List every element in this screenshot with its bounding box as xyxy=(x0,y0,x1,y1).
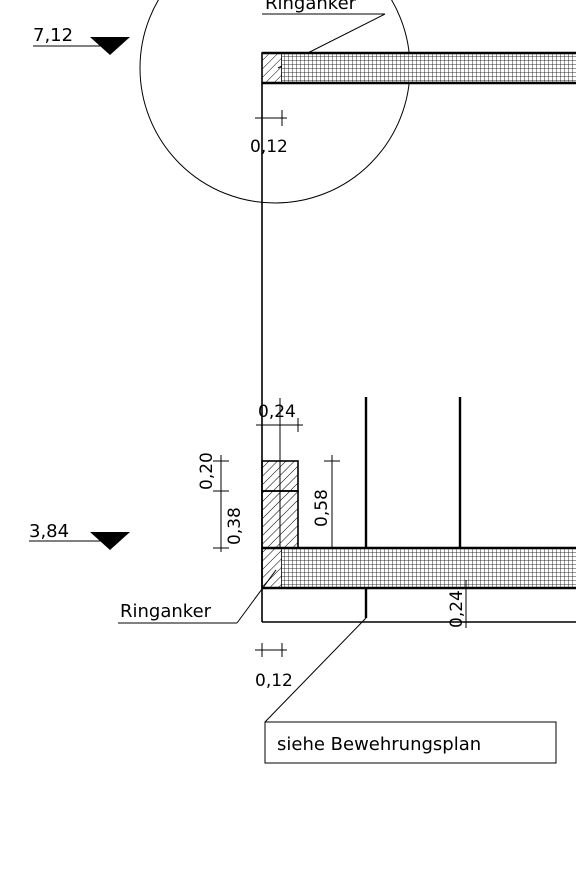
dim-slab-thickness-label: 0,24 xyxy=(447,590,467,628)
dim-ringbeam-width-label: 0,24 xyxy=(258,402,296,422)
dim-ringbeam-total: 0,58 xyxy=(312,455,340,552)
bottom-ringanker-label: Ringanker xyxy=(120,601,212,622)
upper-slab xyxy=(261,51,576,85)
lower-slab xyxy=(261,546,576,623)
dim-ringbeam-lower-part-label: 0,38 xyxy=(225,507,245,545)
dim-ringbeam-upper-part-label: 0,20 xyxy=(197,452,217,490)
dim-ringbeam-heights: 0,20 0,38 xyxy=(197,452,245,552)
level-lower-label: 3,84 xyxy=(29,521,69,542)
dim-slab-thickness: 0,24 xyxy=(447,580,473,628)
dim-upper-wall-offset-label: 0,12 xyxy=(250,137,288,157)
dim-lower-wall-offset-label: 0,12 xyxy=(255,671,293,691)
reinforcement-note-label: siehe Bewehrungsplan xyxy=(277,734,481,755)
detail-circle xyxy=(139,0,411,204)
dim-ringbeam-width: 0,24 xyxy=(256,402,303,432)
dim-lower-wall-offset: 0,12 xyxy=(255,643,293,691)
top-ringanker-label: Ringanker xyxy=(265,0,357,14)
level-marker-upper: 7,12 xyxy=(33,25,130,55)
dim-upper-wall-offset: 0,12 xyxy=(250,110,288,157)
level-upper-label: 7,12 xyxy=(33,25,73,46)
reinforcement-note: siehe Bewehrungsplan xyxy=(264,617,557,764)
bottom-ringanker-callout: Ringanker xyxy=(118,569,277,624)
lower-ringbeam xyxy=(261,460,299,549)
dim-ringbeam-total-label: 0,58 xyxy=(312,489,332,527)
level-marker-lower: 3,84 xyxy=(29,521,130,550)
